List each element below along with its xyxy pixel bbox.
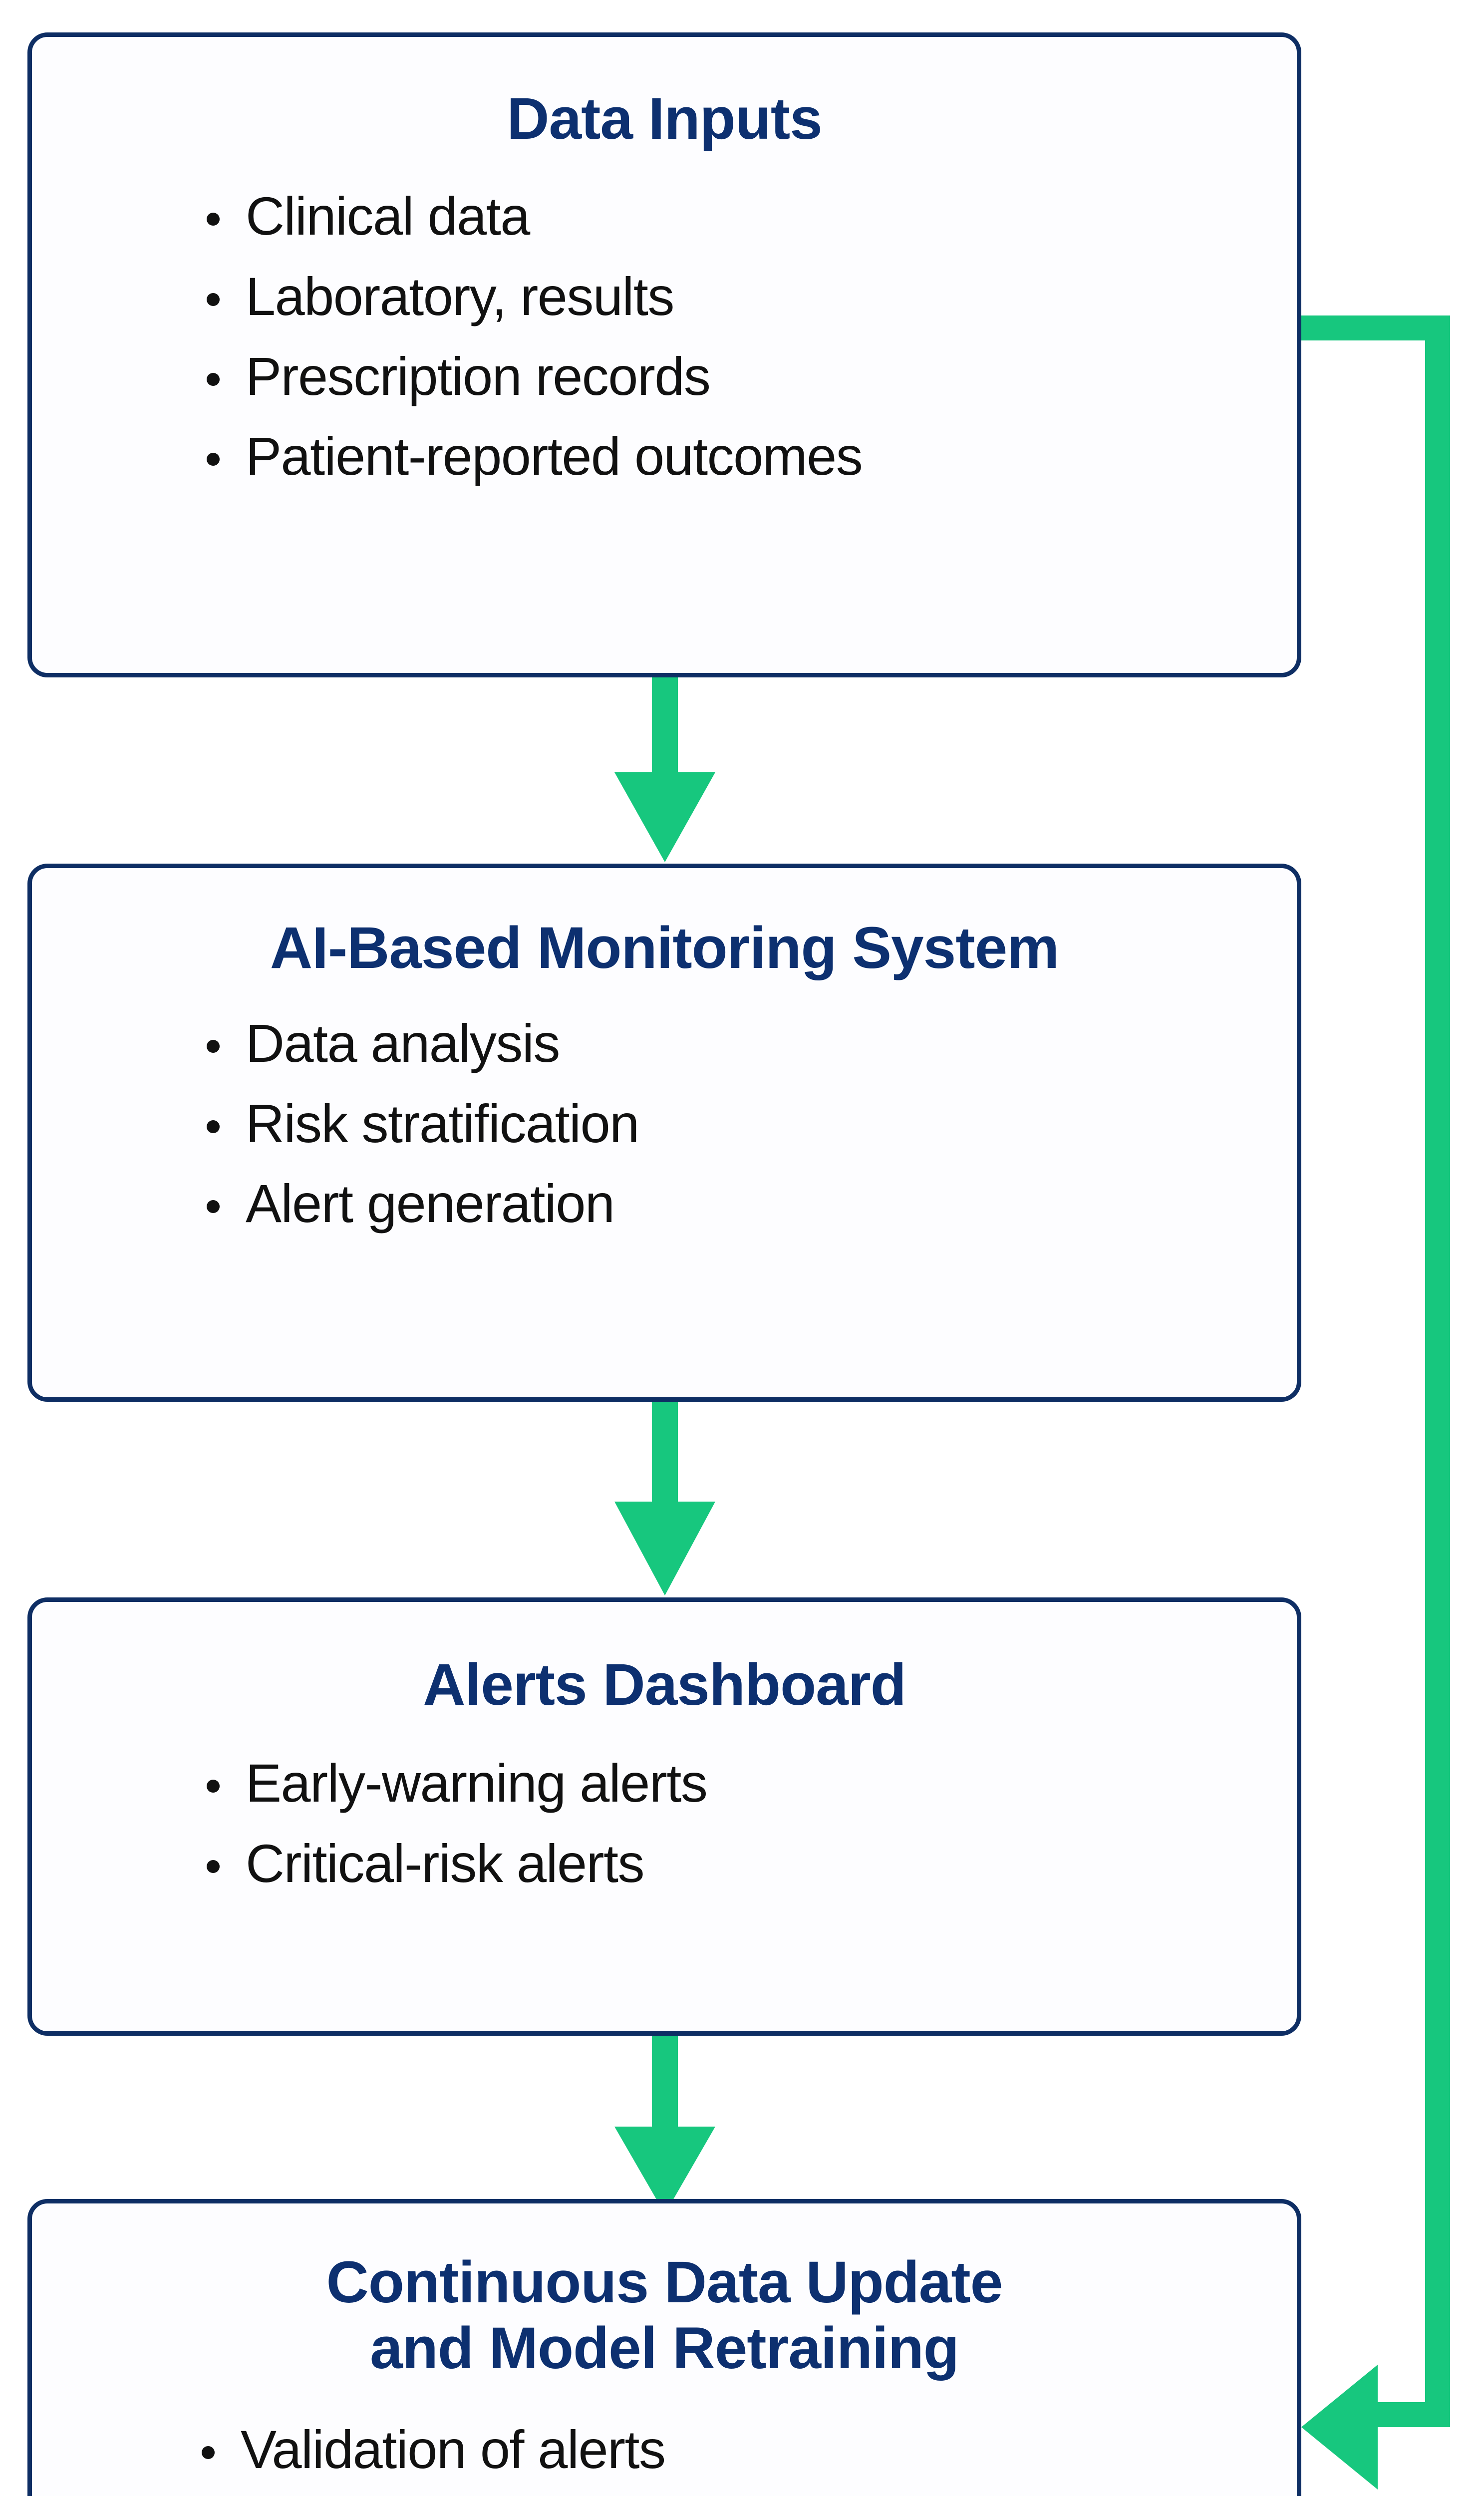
list-item: Validation of alerts bbox=[182, 2418, 1177, 2481]
list-item: Data analysis bbox=[187, 1012, 1297, 1075]
list-item: Critical-risk alerts bbox=[187, 1832, 1297, 1895]
arrow-monitoring-to-alerts bbox=[614, 1402, 715, 1595]
node-title-data-inputs: Data Inputs bbox=[507, 86, 823, 152]
node-list-continuous-update: Validation of alerts Therapeutic or diag… bbox=[182, 2418, 1177, 2496]
node-continuous-update[interactable]: Continuous Data Update and Model Retrain… bbox=[27, 2199, 1301, 2496]
list-item: Early-warning alerts bbox=[187, 1752, 1297, 1815]
arrow-alerts-to-update bbox=[614, 2036, 715, 2214]
list-item: Alert generation bbox=[187, 1172, 1297, 1235]
list-item: Risk stratification bbox=[187, 1092, 1297, 1155]
node-title-continuous-update: Continuous Data Update and Model Retrain… bbox=[32, 2249, 1297, 2381]
node-data-inputs[interactable]: Data Inputs Clinical data Laboratory, re… bbox=[27, 32, 1301, 677]
node-title-alerts-dashboard: Alerts Dashboard bbox=[423, 1652, 906, 1718]
list-item: Prescription records bbox=[187, 345, 1297, 408]
arrow-inputs-to-monitoring bbox=[614, 677, 715, 862]
node-list-data-inputs: Clinical data Laboratory, results Prescr… bbox=[187, 185, 1297, 488]
node-ai-monitoring-system[interactable]: AI-Based Monitoring System Data analysis… bbox=[27, 864, 1301, 1402]
list-item: Laboratory, results bbox=[187, 265, 1297, 328]
list-item: Clinical data bbox=[187, 185, 1297, 248]
node-title-ai-monitoring-system: AI-Based Monitoring System bbox=[270, 915, 1059, 981]
list-item: Patient-reported outcomes bbox=[187, 425, 1297, 488]
node-list-ai-monitoring-system: Data analysis Risk stratification Alert … bbox=[187, 1012, 1297, 1235]
arrow-feedback-loop bbox=[1301, 315, 1450, 2490]
node-title-line-1: Continuous Data Update bbox=[326, 2249, 1003, 2315]
node-alerts-dashboard[interactable]: Alerts Dashboard Early-warning alerts Cr… bbox=[27, 1597, 1301, 2036]
node-list-alerts-dashboard: Early-warning alerts Critical-risk alert… bbox=[187, 1752, 1297, 1895]
node-title-line-2: and Model Retraining bbox=[370, 2315, 959, 2382]
